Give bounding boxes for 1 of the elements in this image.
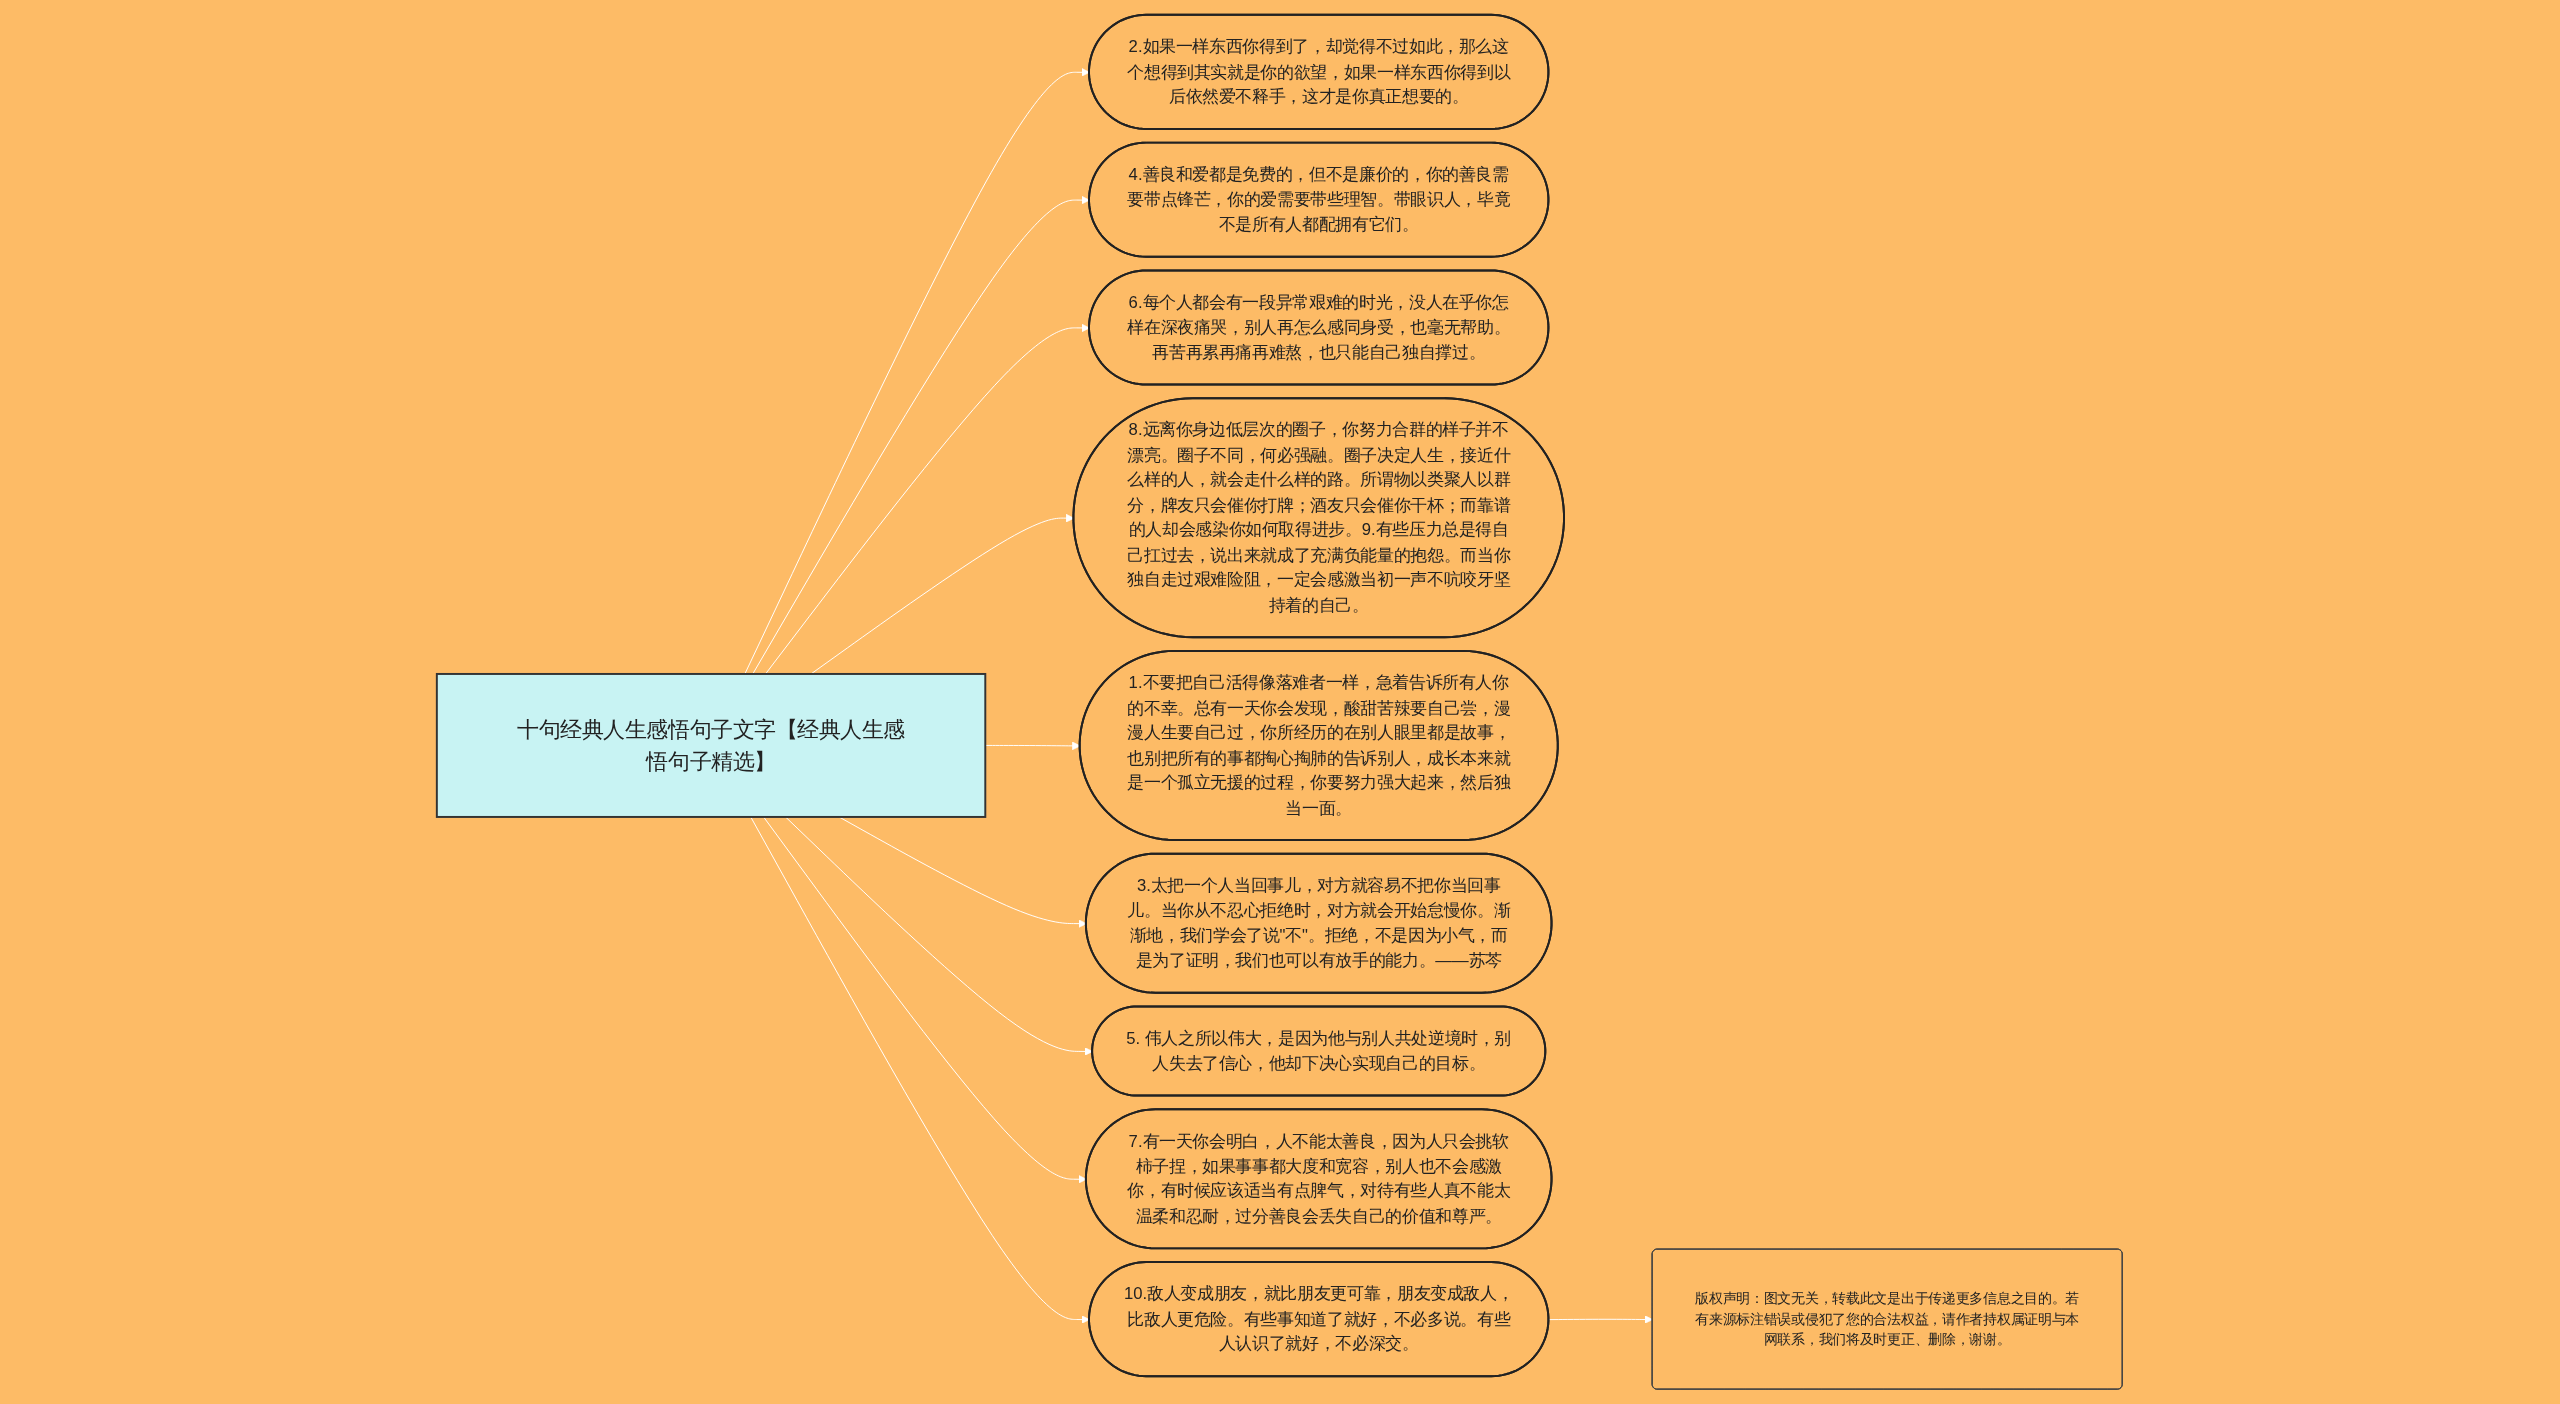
node-box: 十句经典人生感悟句子文字【经典人生感悟句子精选】 <box>436 673 987 818</box>
